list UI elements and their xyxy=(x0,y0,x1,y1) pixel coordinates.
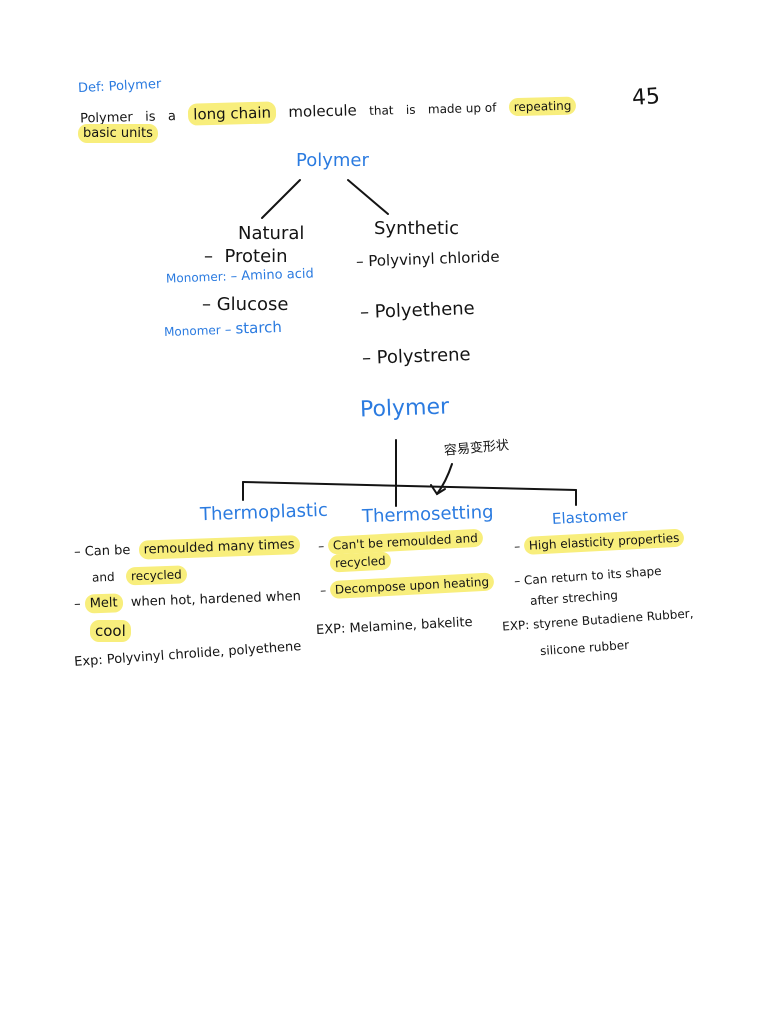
natural-item-protein: – Protein xyxy=(204,246,288,267)
definition-word: molecule xyxy=(288,101,357,122)
branch-line-synthetic xyxy=(347,179,389,215)
highlight-basic-units: basic units xyxy=(78,124,158,143)
definition-line-2: basic units xyxy=(78,124,158,143)
annotation-arrowhead xyxy=(430,484,446,496)
synthetic-item-3: – Polystrene xyxy=(361,344,471,369)
monomer-label: Monomer xyxy=(163,323,221,340)
thermoplastic-point-1b: and recycled xyxy=(91,565,188,586)
definition-word: that xyxy=(368,103,394,118)
natural-label: Natural xyxy=(238,223,305,244)
definition-word: is xyxy=(144,109,156,125)
natural-item-glucose: – Glucose xyxy=(202,294,289,315)
elastomer-title: Elastomer xyxy=(551,506,629,528)
highlight-melt: Melt xyxy=(84,593,123,614)
monomer-label: Monomer: xyxy=(165,269,227,286)
monomer-starch: Monomer – starch xyxy=(163,317,283,340)
tree1-root-title: Polymer xyxy=(296,150,369,171)
page-number: 45 xyxy=(631,84,661,111)
thermoplastic-point-2b: cool xyxy=(90,620,131,642)
highlight-recycled-2: recycled xyxy=(329,551,392,573)
horizontal-bar xyxy=(242,481,577,491)
thermoplastic-title: Thermoplastic xyxy=(199,499,329,526)
point-text: Can be xyxy=(84,542,131,560)
tree2-root-title: Polymer xyxy=(359,394,450,423)
point-text: and xyxy=(91,569,115,585)
highlight-long-chain: long chain xyxy=(187,101,277,126)
natural-item-label: Glucose xyxy=(216,294,289,315)
monomer-value: Amino acid xyxy=(241,266,314,284)
highlight-repeating: repeating xyxy=(508,96,577,117)
synthetic-item-label: Polyethene xyxy=(374,298,476,323)
highlight-cool: cool xyxy=(90,620,131,642)
thermosetting-title: Thermosetting xyxy=(361,501,494,528)
definition-word: a xyxy=(167,108,177,125)
synthetic-item-2: – Polyethene xyxy=(359,298,476,323)
monomer-value: starch xyxy=(235,317,283,338)
natural-item-label: Protein xyxy=(224,246,288,267)
highlight-recycled: recycled xyxy=(125,565,188,586)
definition-word: made up of xyxy=(427,100,497,117)
thermosetting-point-1b: recycled xyxy=(329,551,392,573)
synthetic-label: Synthetic xyxy=(374,218,459,239)
synthetic-item-label: Polystrene xyxy=(376,344,471,369)
definition-word: is xyxy=(405,102,416,117)
branch-line-natural xyxy=(261,179,301,219)
